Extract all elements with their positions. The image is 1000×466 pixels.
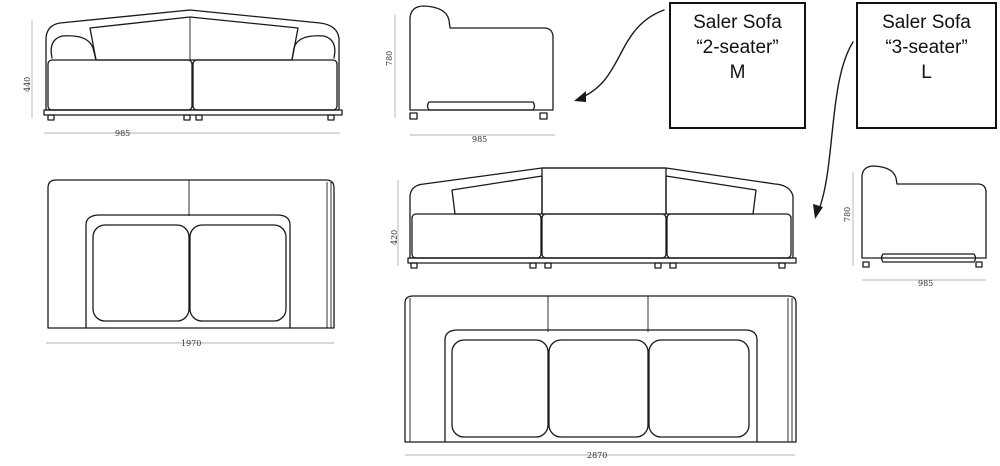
saler-sofa-m-label: Saler Sofa “2-seater” M — [669, 2, 806, 129]
l-front-view: 420 — [390, 167, 797, 269]
saler-sofa-l-label: Saler Sofa “3-seater” L — [856, 2, 997, 129]
m-front-width-label: 985 — [115, 129, 130, 138]
l-side-height-label: 780 — [843, 207, 852, 222]
m-name: Saler Sofa — [693, 12, 782, 33]
m-side-view: 780 985 — [385, 5, 555, 144]
m-size: M — [729, 62, 746, 83]
arrow-l — [813, 41, 854, 219]
m-side-height-label: 780 — [385, 51, 394, 66]
l-front-height-label: 420 — [390, 230, 399, 245]
l-side-view: 780 985 — [843, 165, 987, 288]
l-top-view: 2870 — [404, 295, 797, 460]
m-top-view: 1970 — [46, 179, 335, 348]
arrow-m — [574, 9, 665, 102]
l-top-width-label: 2870 — [587, 451, 607, 460]
m-top-width-label: 1970 — [181, 339, 201, 348]
l-name: Saler Sofa — [882, 12, 971, 33]
m-seats: “2-seater” — [696, 37, 779, 58]
l-side-depth-label: 985 — [918, 279, 933, 288]
l-size: L — [921, 62, 932, 83]
m-front-view: 440 985 — [23, 9, 343, 138]
m-side-depth-label: 985 — [472, 135, 487, 144]
l-seats: “3-seater” — [885, 37, 968, 58]
m-front-height-label: 440 — [23, 77, 32, 92]
